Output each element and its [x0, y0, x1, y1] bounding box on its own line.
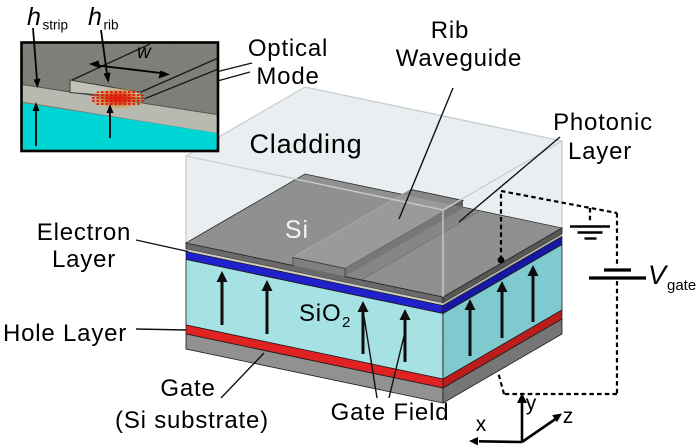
width-label: w — [137, 42, 152, 63]
ground-symbol-icon — [570, 225, 610, 240]
gate-field-pointer-1 — [362, 309, 378, 399]
gate-field-pointer-2 — [388, 335, 405, 399]
field-arrow — [464, 299, 476, 356]
field-arrow — [357, 301, 369, 354]
sio2-label: SiO 2 — [299, 300, 350, 331]
z-axis-label: z — [563, 405, 574, 428]
field-arrow — [216, 271, 228, 325]
gate-field-arrows — [216, 265, 539, 362]
h-strip-label-sub: strip — [43, 18, 69, 33]
photonic-layer-label-1: Photonic — [553, 109, 653, 136]
rib-waveguide-pointer — [398, 87, 454, 220]
gate-label-1: Gate — [160, 375, 215, 402]
field-arrow — [261, 280, 273, 334]
width-dimension-line — [93, 64, 166, 75]
inset-labels: h strip h rib w — [27, 3, 152, 63]
h-strip-down-arrowhead — [33, 78, 41, 88]
y-axis-arrowhead — [517, 393, 527, 403]
rib-waveguide-label-1: Rib — [431, 17, 469, 44]
z-axis-arrowhead — [552, 413, 562, 423]
photonic-layer-top-surface: Si — [184, 173, 564, 298]
width-left-arrowhead — [89, 60, 101, 69]
h-rib-label-sub: rib — [104, 18, 119, 33]
sem-cross-section-inset: h strip h rib w — [20, 3, 220, 153]
cladding-label: Cladding — [250, 129, 363, 159]
photonic-layer-label-2: Layer — [568, 138, 632, 165]
v-gate-main: V — [648, 260, 669, 290]
hole-layer-pointer — [135, 328, 187, 331]
photonic-layer-pointer — [458, 136, 561, 223]
sio2-main: SiO — [299, 300, 341, 327]
inset-dimension-arrows — [32, 27, 170, 146]
gate-field-label: Gate Field — [331, 399, 450, 426]
width-right-arrowhead — [158, 70, 170, 79]
rib-waveguide-side — [345, 200, 463, 277]
gate-right — [442, 318, 563, 404]
y-axis-label: y — [526, 392, 537, 415]
h-strip-label-main: h — [27, 3, 41, 31]
optical-mode-label-2: Mode — [256, 63, 319, 90]
rib-highlight-edge — [292, 189, 412, 258]
h-rib-down-arrowhead — [103, 72, 111, 83]
electron-layer-label-2: Layer — [52, 246, 116, 273]
battery-symbol-icon — [589, 268, 646, 280]
cladding-tint — [186, 174, 562, 297]
coordinate-axes: x y z — [469, 392, 574, 446]
si-label: Si — [285, 216, 309, 244]
gate-label-2: (Si substrate) — [115, 407, 269, 434]
rib-waveguide-label-2: Waveguide — [396, 45, 522, 72]
h-strip-up-arrowhead — [32, 102, 40, 111]
thin-oxide-right — [443, 234, 562, 306]
field-arrow — [496, 281, 508, 338]
hole-layer-label: Hole Layer — [3, 320, 127, 347]
thin-oxide-front — [186, 249, 443, 306]
electron-layer-pointer — [135, 239, 189, 253]
v-gate-subscript: gate — [667, 277, 696, 294]
contact-dot — [497, 256, 505, 264]
cladding-edges — [185, 140, 563, 297]
x-axis-arrowhead — [469, 437, 479, 446]
gate-bias-circuit — [496, 189, 646, 396]
slab-recess — [345, 208, 479, 280]
sio2-subscript: 2 — [342, 314, 350, 331]
field-arrow — [399, 309, 411, 362]
inset-waveguide-perspective-lines — [71, 43, 218, 100]
h-rib-up-arrowhead — [106, 104, 114, 113]
v-gate-label: V gate — [648, 260, 696, 294]
callout-labels: Optical Mode Rib Waveguide Photonic Laye… — [3, 17, 653, 434]
h-rib-label-main: h — [88, 3, 102, 31]
gate-pointer — [220, 352, 265, 399]
optical-mode-label-1: Optical — [248, 35, 328, 62]
slab-recess-edge — [360, 211, 480, 281]
field-arrow — [527, 265, 539, 322]
electron-layer-label-1: Electron — [37, 219, 131, 246]
x-axis-label: x — [476, 413, 487, 436]
inset-box-oxide — [22, 103, 217, 150]
inset-border — [20, 41, 220, 153]
circuit-wires — [496, 189, 619, 396]
